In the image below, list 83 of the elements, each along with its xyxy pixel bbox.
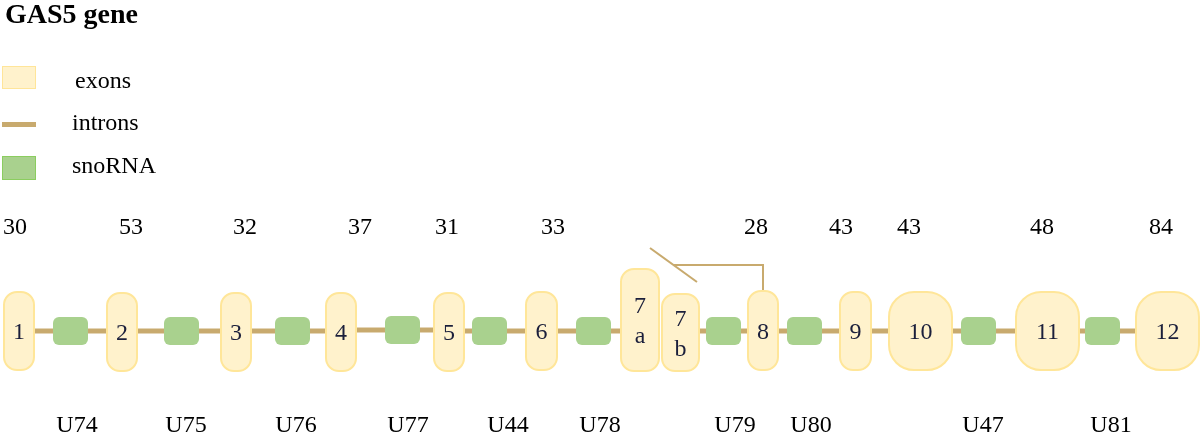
exon-number: 7 a [634, 291, 646, 350]
snorna-name-label: U76 [275, 414, 317, 434]
exon-box [3, 291, 35, 371]
intron-line [357, 327, 385, 333]
exon-length-label: 48 [1030, 214, 1054, 238]
exon-number: 5 [443, 318, 455, 347]
exon-length-label: 28 [744, 214, 768, 238]
intron-line [741, 328, 747, 334]
exon-number: 2 [116, 318, 128, 347]
exon-length-label: 43 [897, 214, 921, 238]
exon-number: 6 [535, 317, 548, 346]
intron-line [700, 328, 706, 334]
intron-line [199, 328, 220, 334]
exon-number: 7 b [674, 303, 687, 363]
intron-line [507, 328, 525, 334]
exon-length-label: 84 [1149, 214, 1173, 238]
exon-box [747, 290, 779, 371]
legend-label: exons [75, 68, 131, 92]
intron-line [1120, 328, 1135, 334]
splice-connector [649, 247, 764, 291]
intron-line [779, 328, 787, 334]
snorna-block [961, 317, 996, 345]
exon-box [839, 291, 872, 371]
intron-line [35, 328, 53, 334]
intron-line [872, 328, 888, 334]
snorna-name-label: U74 [56, 414, 98, 434]
intron-line [953, 328, 961, 334]
intron-line [558, 328, 576, 334]
exon-box [1135, 291, 1200, 371]
exon-box [888, 291, 953, 371]
exon-length-label: 31 [435, 214, 459, 238]
snorna-block [275, 317, 310, 345]
exon-length-label: 33 [541, 214, 565, 238]
snorna-name-label: U47 [962, 414, 1004, 434]
exon-box [1015, 291, 1080, 371]
legend-label: introns [72, 110, 139, 134]
intron-line [1080, 328, 1085, 334]
exon-box [220, 292, 252, 372]
exon-number: 4 [335, 318, 347, 347]
snorna-block [706, 317, 741, 345]
exon-box [325, 292, 357, 372]
diagram-title: GAS5 gene [5, 0, 138, 28]
exon-number: 1 [13, 317, 25, 346]
snorna-block [53, 317, 88, 345]
exon-box [661, 293, 700, 372]
snorna-name-label: U80 [790, 414, 832, 434]
snorna-block [1085, 317, 1120, 345]
intron-line [310, 328, 325, 334]
exon-length-label: 32 [233, 214, 257, 238]
intron-line [465, 328, 472, 334]
intron-line [138, 328, 164, 334]
intron-line [996, 328, 1015, 334]
exon-length-label: 37 [348, 214, 372, 238]
snorna-block [164, 317, 199, 345]
snorna-block [472, 317, 507, 345]
snorna-block [576, 317, 611, 345]
exon-number: 3 [230, 318, 242, 347]
intron-line [88, 328, 106, 334]
snorna-name-label: U81 [1090, 414, 1132, 434]
exon-number: 11 [1035, 317, 1060, 346]
exon-number: 9 [849, 317, 862, 346]
exon-number: 10 [908, 317, 933, 346]
exon-box [433, 292, 465, 372]
exon-length-label: 53 [119, 214, 143, 238]
snorna-name-label: U44 [487, 414, 529, 434]
snorna-name-label: U77 [387, 414, 429, 434]
exon-box [525, 291, 558, 371]
intron-line [420, 327, 433, 333]
snorna-block [787, 317, 822, 345]
intron-line [611, 328, 620, 334]
snorna-name-label: U79 [714, 414, 756, 434]
snorna-block [385, 316, 420, 344]
snorna-name-label: U78 [579, 414, 621, 434]
exon-number: 8 [757, 316, 769, 346]
exon-box [620, 268, 660, 372]
exon-number: 12 [1155, 317, 1180, 346]
legend-label: snoRNA [72, 153, 156, 177]
snorna-name-label: U75 [165, 414, 207, 434]
intron-line [822, 328, 839, 334]
exon-length-label: 43 [829, 214, 853, 238]
exon-length-label: 30 [3, 214, 27, 238]
exon-box [106, 292, 138, 372]
intron-line [252, 328, 275, 334]
